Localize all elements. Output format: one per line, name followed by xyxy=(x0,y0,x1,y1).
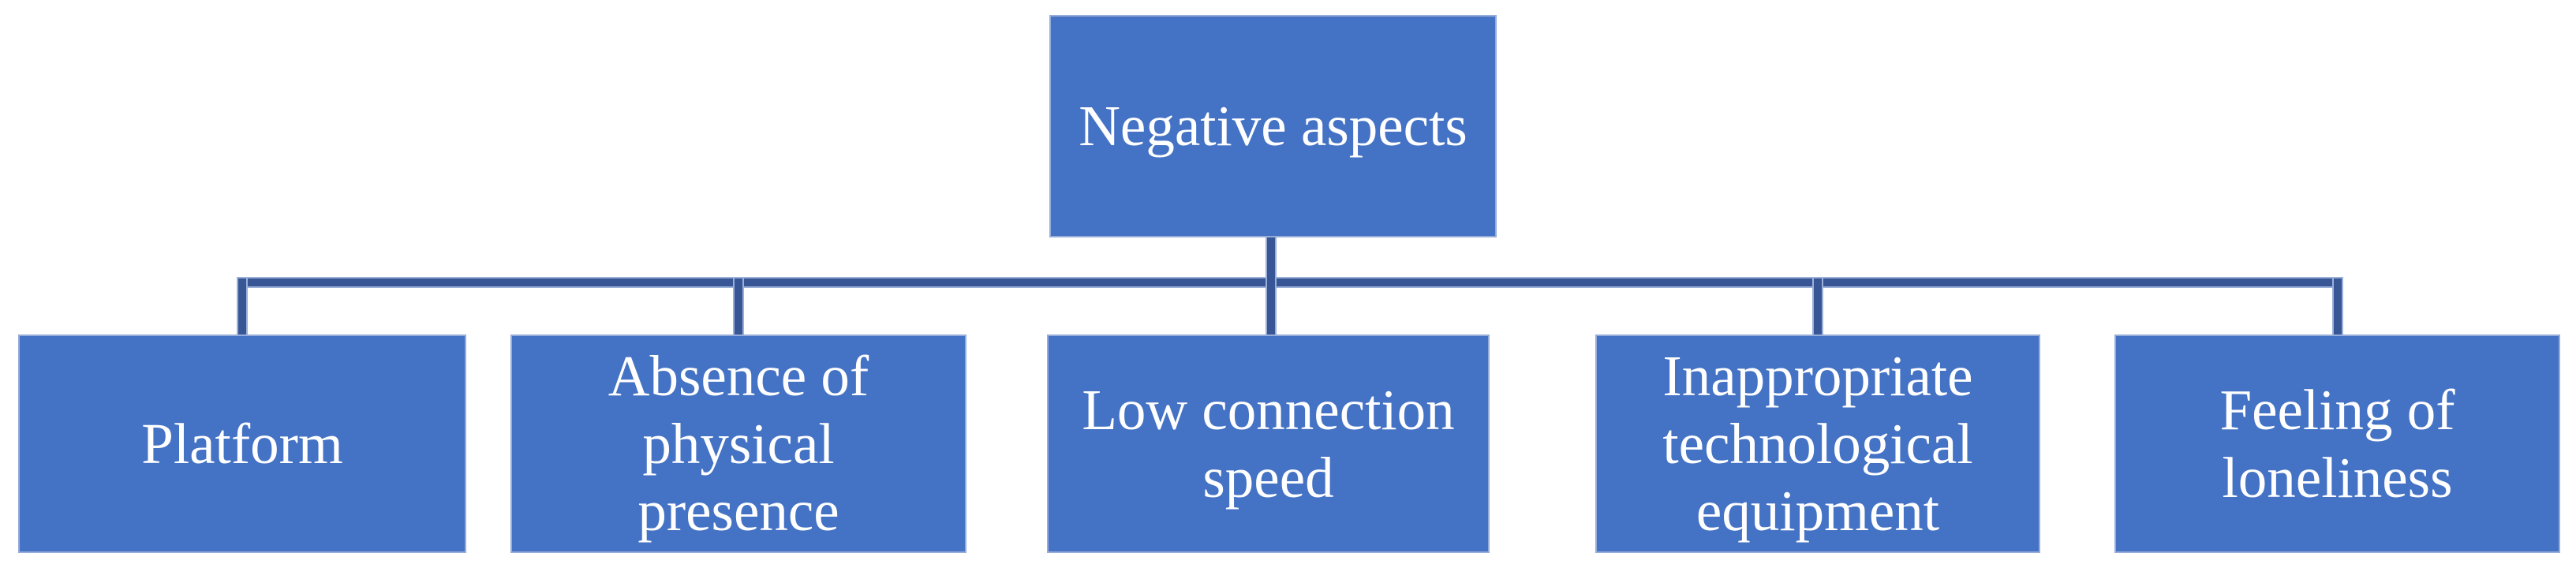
node-platform-label: Platform xyxy=(141,411,343,476)
node-negative-aspects-label: Negative aspects xyxy=(1079,94,1467,159)
node-absence-of-physical-presence-label: Absence of physical presence xyxy=(608,344,869,544)
node-low-connection-speed: Low connection speed xyxy=(1047,334,1490,553)
node-feeling-of-loneliness-label: Feeling of loneliness xyxy=(2219,378,2455,510)
node-absence-of-physical-presence: Absence of physical presence xyxy=(510,334,966,553)
connector-drop-line-platform xyxy=(238,278,246,334)
node-platform: Platform xyxy=(18,334,466,553)
node-negative-aspects: Negative aspects xyxy=(1049,15,1497,237)
connector-root-drop-line xyxy=(1267,237,1275,334)
connector-drop-line-absence xyxy=(735,278,742,334)
connector-drop-line-loneliness xyxy=(2334,278,2342,334)
node-inappropriate-technological-equipment-label: Inappropriate technological equipment xyxy=(1662,344,1973,544)
connector-horizontal-line xyxy=(242,278,2338,286)
node-low-connection-speed-label: Low connection speed xyxy=(1082,378,1455,510)
node-inappropriate-technological-equipment: Inappropriate technological equipment xyxy=(1595,334,2040,553)
node-feeling-of-loneliness: Feeling of loneliness xyxy=(2114,334,2560,553)
connector-drop-line-equipment xyxy=(1814,278,1822,334)
